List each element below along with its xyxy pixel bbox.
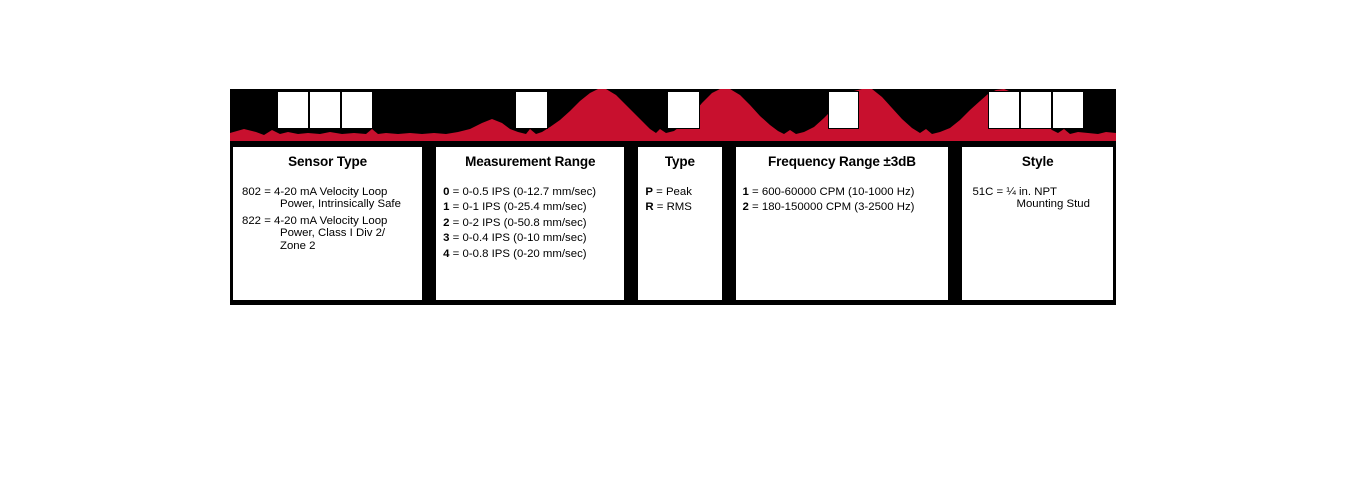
entry-desc: 0-0.4 IPS (0-10 mm/sec) [462,232,587,245]
entry-desc-line: Mounting Stud [1016,198,1090,211]
column-type: Type P = Peak R = RMS [637,146,723,301]
entry-desc-line: Zone 2 [280,239,316,252]
entry-desc-line: 4-20 mA Velocity Loop [274,186,388,198]
entry-desc: RMS [666,201,692,214]
model-char-box-4 [515,91,548,129]
entry-desc: 0-2 IPS (0-50.8 mm/sec) [462,216,587,229]
entry-code: 1 [443,201,450,214]
model-number-key-diagram: Sensor Type 802 = 4-20 mA Velocity Loop … [230,89,1116,305]
entry-desc-line: Power, Class I Div 2/ [280,227,386,240]
entry-desc: 0-1 IPS (0-25.4 mm/sec) [462,201,587,214]
column-frequency-range: Frequency Range ±3dB 1 = 600-60000 CPM (… [734,146,950,301]
model-char-box-9 [1052,91,1084,129]
column-title-style: Style [1021,154,1054,169]
entry-code: 2 [443,216,450,229]
legend-entry: 0 = 0-0.5 IPS (0-12.7 mm/sec) [443,186,620,198]
entry-desc: Peak [665,186,692,198]
legend-entry: 2 = 180-150000 CPM (3-2500 Hz) [743,201,945,213]
column-measurement-range: Measurement Range 0 = 0-0.5 IPS (0-12.7 … [435,146,626,301]
legend-entry: 4 = 0-0.8 IPS (0-20 mm/sec) [443,248,620,260]
legend-entry: 51C = ¼ in. NPT Mounting Stud [972,186,1109,211]
column-body-frequency-range: 1 = 600-60000 CPM (10-1000 Hz) 2 = 180-1… [736,186,949,214]
column-title-measurement-range: Measurement Range [465,154,596,169]
entry-equals: = [452,186,460,198]
entry-equals: = [752,186,759,198]
entry-code: 802 [242,186,262,198]
column-body-measurement-range: 0 = 0-0.5 IPS (0-12.7 mm/sec) 1 = 0-1 IP… [436,186,624,260]
model-char-box-1 [277,91,309,129]
column-style: Style 51C = ¼ in. NPT Mounting Stud [961,146,1114,301]
entry-equals: = [264,186,271,198]
entry-code: P [645,186,653,198]
model-char-box-6 [828,91,859,129]
entry-desc: 0-0.8 IPS (0-20 mm/sec) [462,247,587,260]
legend-entry: P = Peak [645,186,717,198]
column-body-sensor-type: 802 = 4-20 mA Velocity Loop Power, Intri… [233,186,422,252]
entry-code: 51C [972,186,994,198]
entry-desc-line: ¼ in. NPT [1006,186,1057,198]
entry-code: 3 [443,232,450,245]
column-body-style: 51C = ¼ in. NPT Mounting Stud [962,186,1113,211]
column-title-type: Type [664,154,695,169]
legend-entry: R = RMS [645,201,717,213]
legend-columns: Sensor Type 802 = 4-20 mA Velocity Loop … [230,141,1116,305]
entry-code: 1 [742,186,749,198]
legend-entry: 3 = 0-0.4 IPS (0-10 mm/sec) [443,232,620,244]
entry-desc-line: Power, Intrinsically Safe [280,198,401,211]
entry-equals: = [752,201,759,214]
entry-code: R [645,201,654,214]
entry-code: 2 [742,201,749,214]
entry-equals: = [452,201,460,214]
entry-desc: 180-150000 CPM (3-2500 Hz) [761,201,915,214]
entry-equals: = [656,201,664,214]
column-title-sensor-type: Sensor Type [288,154,368,169]
legend-entry: 1 = 0-1 IPS (0-25.4 mm/sec) [443,201,620,213]
entry-code: 4 [443,247,450,260]
legend-entry: 802 = 4-20 mA Velocity Loop Power, Intri… [242,186,418,211]
entry-desc: 0-0.5 IPS (0-12.7 mm/sec) [462,186,597,198]
entry-equals: = [452,232,460,245]
entry-equals: = [452,247,460,260]
model-char-box-5 [667,91,700,129]
column-sensor-type: Sensor Type 802 = 4-20 mA Velocity Loop … [232,146,424,301]
entry-equals: = [452,216,460,229]
entry-code: 0 [443,186,450,198]
legend-entry: 1 = 600-60000 CPM (10-1000 Hz) [743,186,945,198]
model-number-banner [230,89,1116,141]
legend-entry: 822 = 4-20 mA Velocity Loop Power, Class… [242,215,418,252]
entry-equals: = [264,214,271,227]
column-title-frequency-range: Frequency Range ±3dB [768,154,916,169]
legend-entry: 2 = 0-2 IPS (0-50.8 mm/sec) [443,217,620,229]
model-char-box-7 [988,91,1020,129]
entry-desc-line: 4-20 mA Velocity Loop [274,214,388,227]
column-body-type: P = Peak R = RMS [638,186,721,214]
model-char-box-8 [1020,91,1052,129]
entry-desc: 600-60000 CPM (10-1000 Hz) [761,186,915,198]
model-char-box-3 [341,91,373,129]
model-char-box-2 [309,91,341,129]
entry-equals: = [656,186,663,198]
entry-equals: = [996,186,1004,198]
entry-code: 822 [242,214,262,227]
